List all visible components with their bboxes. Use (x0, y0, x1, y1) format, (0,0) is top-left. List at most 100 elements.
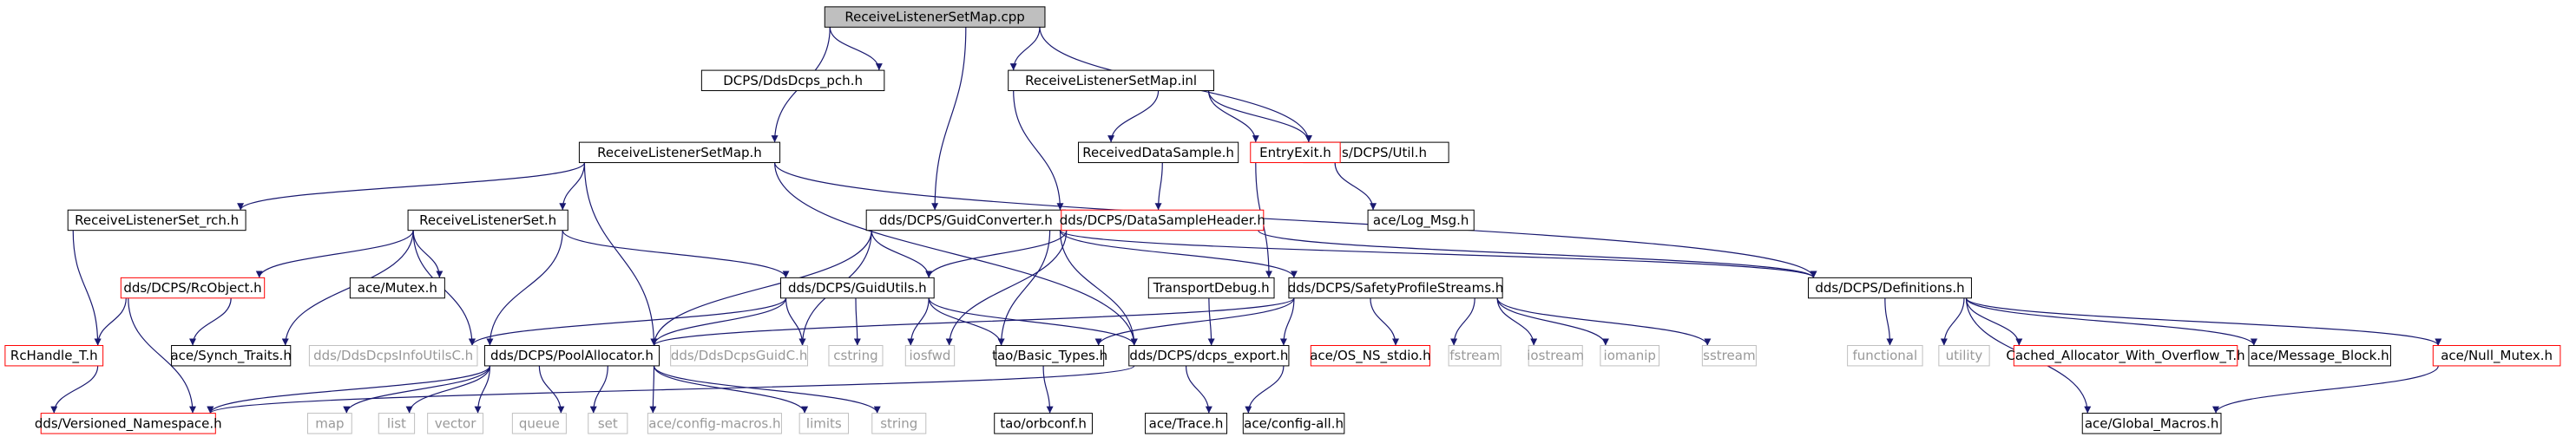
node-sps[interactable]: dds/DCPS/SafetyProfileStreams.h (1288, 277, 1504, 299)
node-iosfwd: iosfwd (904, 344, 956, 367)
edge-maph-to-pool (583, 162, 658, 346)
node-rch[interactable]: RcHandle_T.h (4, 344, 104, 367)
node-box-sstream (1701, 344, 1757, 367)
node-box-inl (1008, 69, 1214, 92)
node-box-lset (407, 209, 568, 232)
node-box-sps (1288, 277, 1503, 299)
node-rds[interactable]: ReceivedDataSample.h (1078, 141, 1239, 164)
node-box-entry (1250, 141, 1341, 164)
node-utility: utility (1938, 344, 1990, 367)
node-label-list: list (387, 415, 406, 431)
node-label-infoutils: dds/DdsDcpsInfoUtilsC.h (313, 348, 473, 363)
node-box-nullmutex (2432, 344, 2561, 367)
node-lrch[interactable]: ReceiveListenerSet_rch.h (67, 209, 246, 232)
node-versioned[interactable]: dds/Versioned_Namespace.h (35, 413, 222, 434)
node-label-lrch: ReceiveListenerSet_rch.h (75, 212, 239, 229)
edge-lset-to-rcobj (255, 230, 414, 278)
edge-pool-to-versioned (207, 365, 491, 414)
node-defs[interactable]: dds/DCPS/Definitions.h (1808, 277, 1972, 299)
node-gutils[interactable]: dds/DCPS/GuidUtils.h (780, 277, 935, 299)
node-maph[interactable]: ReceiveListenerSetMap.h (578, 141, 781, 164)
node-label-trace: ace/Trace.h (1149, 415, 1224, 431)
edge-defs-to-utility (1940, 297, 1965, 346)
node-msgblock[interactable]: ace/Message_Block.h (2248, 344, 2391, 367)
edge-rds-to-dsh (1154, 162, 1163, 211)
node-box-pool (483, 344, 660, 367)
node-box-osns (1310, 344, 1431, 367)
edge-defs-to-msgblock (1965, 297, 2257, 346)
edge-sps-to-iomanip (1496, 297, 1609, 346)
node-label-globalmacros: ace/Global_Macros.h (2085, 415, 2219, 432)
node-box-cfgall (1242, 413, 1345, 434)
node-box-defs (1808, 277, 1972, 299)
edge-pool-to-queue (538, 365, 565, 414)
edge-sps-to-basic (1094, 297, 1295, 346)
node-orbconf[interactable]: tao/orbconf.h (994, 413, 1093, 434)
edge-export-to-trace (1185, 365, 1212, 414)
node-osns[interactable]: ace/OS_NS_stdio.h (1310, 344, 1431, 367)
edge-gutils-to-cstring (853, 297, 861, 346)
edge-gutils-to-pool (650, 297, 787, 346)
node-box-queue (511, 413, 567, 434)
edge-entry-to-logmsg (1334, 162, 1377, 211)
edge-inl-to-rds (1107, 90, 1160, 143)
edge-lset-to-pool (486, 230, 563, 346)
edge-inl-to-entry (1207, 90, 1259, 143)
edge-sps-to-fstream (1450, 297, 1475, 346)
edge-root-to-gconv (931, 27, 967, 211)
node-box-iosfwd (904, 344, 956, 367)
node-box-cfgmacros (647, 413, 782, 434)
edge-pool-to-limits (653, 365, 809, 414)
node-box-msgblock (2248, 344, 2391, 367)
edge-defs-to-nullmutex (1965, 297, 2442, 347)
node-entry[interactable]: EntryExit.h (1250, 141, 1341, 164)
edge-pool-to-string (653, 365, 881, 414)
node-logmsg[interactable]: ace/Log_Msg.h (1367, 209, 1475, 232)
edge-maph-to-lrch (237, 162, 586, 211)
node-lset[interactable]: ReceiveListenerSet.h (407, 209, 568, 232)
node-label-limits: limits (806, 415, 842, 431)
node-box-gutils (780, 277, 935, 299)
node-label-nullmutex: ace/Null_Mutex.h (2441, 348, 2553, 364)
node-nullmutex[interactable]: ace/Null_Mutex.h (2432, 344, 2561, 367)
node-dsh[interactable]: dds/DCPS/DataSampleHeader.h (1060, 209, 1265, 232)
node-export[interactable]: dds/DCPS/dcps_export.h (1128, 344, 1290, 367)
node-label-gconv: dds/DCPS/GuidConverter.h (879, 212, 1053, 228)
node-label-cached: Cached_Allocator_With_Overflow_T.h (2006, 348, 2244, 364)
node-box-utility (1938, 344, 1990, 367)
edge-pool-to-map (343, 365, 491, 414)
node-box-root (824, 6, 1046, 28)
node-root[interactable]: ReceiveListenerSetMap.cpp (824, 6, 1046, 28)
edge-sps-to-osns (1370, 297, 1400, 346)
edge-dsh-to-gutils (925, 230, 1068, 278)
node-inl[interactable]: ReceiveListenerSetMap.inl (1008, 69, 1214, 92)
edge-pool-to-list (405, 365, 491, 414)
node-box-maph (578, 141, 781, 164)
node-box-logmsg (1367, 209, 1475, 232)
node-box-cached (2013, 344, 2238, 367)
node-label-iostream: iostream (1527, 348, 1584, 363)
edges-layer (50, 27, 2442, 414)
node-label-set: set (598, 415, 618, 431)
node-label-basic: tao/Basic_Types.h (992, 348, 1107, 364)
node-box-iomanip (1600, 344, 1660, 367)
node-mutex[interactable]: ace/Mutex.h (349, 277, 445, 299)
node-cached[interactable]: Cached_Allocator_With_Overflow_T.h (2006, 344, 2245, 367)
node-globalmacros[interactable]: ace/Global_Macros.h (2081, 413, 2222, 434)
node-pch[interactable]: DCPS/DdsDcps_pch.h (700, 69, 885, 92)
node-gconv[interactable]: dds/DCPS/GuidConverter.h (865, 209, 1066, 232)
node-synch[interactable]: ace/Synch_Traits.h (170, 344, 292, 367)
node-basic[interactable]: tao/Basic_Types.h (992, 344, 1107, 367)
node-label-util: dds/DCPS/Util.h (1325, 145, 1427, 160)
node-label-versioned: dds/Versioned_Namespace.h (35, 415, 222, 432)
node-box-trace (1145, 413, 1228, 434)
node-rcobj[interactable]: dds/DCPS/RcObject.h (120, 277, 266, 299)
node-iomanip: iomanip (1600, 344, 1660, 367)
node-tdebug[interactable]: TransportDebug.h (1147, 277, 1275, 299)
node-cfgall[interactable]: ace/config-all.h (1242, 413, 1345, 434)
node-box-rch (4, 344, 104, 367)
node-trace[interactable]: ace/Trace.h (1145, 413, 1228, 434)
node-label-gutils: dds/DCPS/GuidUtils.h (788, 280, 927, 296)
node-box-orbconf (994, 413, 1093, 434)
node-pool[interactable]: dds/DCPS/PoolAllocator.h (483, 344, 660, 367)
